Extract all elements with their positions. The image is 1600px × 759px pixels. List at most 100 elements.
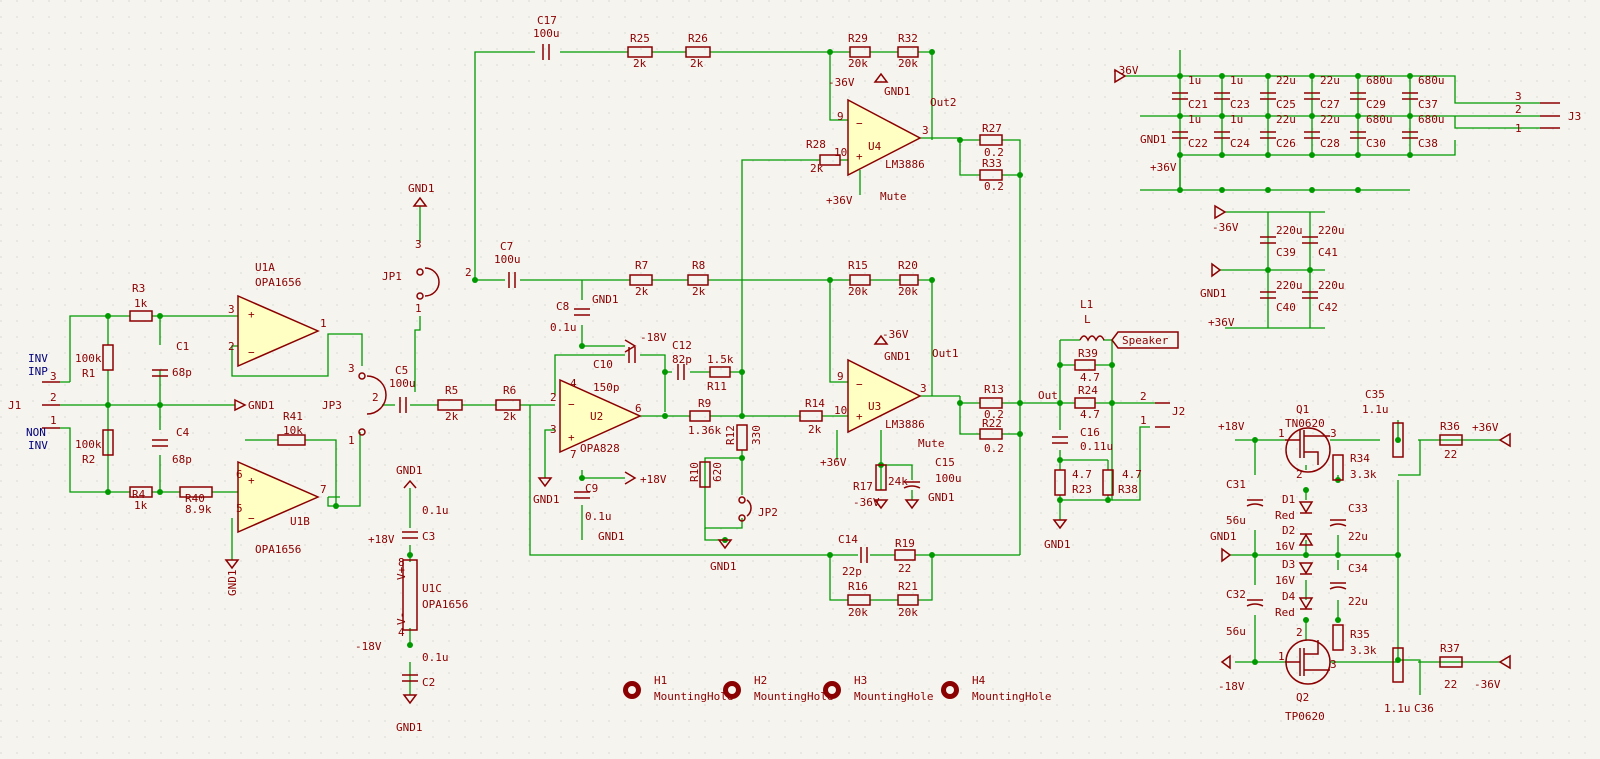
diode-d4[interactable]: D4 Red <box>1275 590 1314 619</box>
resistor-r12[interactable]: R12 330 <box>724 424 763 451</box>
resistor-r40[interactable]: R40 8.9k <box>179 486 213 516</box>
capacitor-c3[interactable]: C3 0.1u <box>402 504 449 543</box>
resistor-r16[interactable]: R16 20k <box>847 580 871 619</box>
resistor-r26[interactable]: R26 2k <box>685 32 711 70</box>
diode-d1[interactable]: D1 Red <box>1275 493 1314 522</box>
capacitor-c35[interactable]: C35 1.1u <box>1362 388 1404 458</box>
opamp-u1b[interactable]: +− U1B OPA1656 6 5 7 <box>236 460 327 556</box>
resistor-r34[interactable]: R34 3.3k <box>1332 452 1377 481</box>
connector-j1[interactable]: J1 3 2 1 <box>8 370 60 429</box>
resistor-r25[interactable]: R25 2k <box>627 32 653 70</box>
capacitor-c16[interactable]: C16 0.11u <box>1052 426 1113 453</box>
capacitor-c12[interactable]: C12 82p <box>672 339 692 380</box>
resistor-r35[interactable]: R35 3.3k <box>1332 624 1377 657</box>
resistor-r19[interactable]: R19 22 <box>894 537 916 575</box>
capacitor-c8[interactable]: C8 0.1u <box>550 300 590 334</box>
capacitor-c17[interactable]: C17 100u <box>533 14 560 60</box>
capacitor-c31[interactable]: C31 56u <box>1226 478 1264 527</box>
resistor-r29[interactable]: R29 20k <box>848 32 871 70</box>
resistor-r41[interactable]: R41 10k <box>277 410 306 446</box>
resistor-r14[interactable]: R14 2k <box>799 397 825 436</box>
jumper-jp2[interactable]: JP2 <box>738 496 778 522</box>
resistor-r8[interactable]: R8 2k <box>687 259 709 298</box>
capacitor-c10[interactable]: C10 150p <box>593 347 636 394</box>
resistor-r27[interactable]: R27 0.2 <box>979 122 1004 159</box>
resistor-r5[interactable]: R5 2k <box>437 384 463 423</box>
resistor-r20[interactable]: R20 20k <box>898 259 919 298</box>
capacitor-c32[interactable]: C32 56u <box>1226 588 1264 638</box>
capacitor-c34[interactable]: C34 22u <box>1329 562 1368 608</box>
resistor-r39[interactable]: R39 4.7 <box>1074 347 1100 384</box>
capacitor-c7[interactable]: C7 100u <box>494 240 521 288</box>
resistor-r6[interactable]: R6 2k <box>495 384 521 423</box>
jumper-jp3[interactable]: JP3 3 2 1 <box>322 362 387 447</box>
diode-d3[interactable]: D3 16V <box>1275 558 1314 587</box>
capacitor-c36[interactable]: C36 1.1u <box>1384 647 1434 715</box>
diode-d2[interactable]: D2 16V <box>1275 524 1314 553</box>
resistor-r24[interactable]: R24 4.7 <box>1074 384 1100 421</box>
resistor-r13[interactable]: R13 0.2 <box>979 383 1004 421</box>
transistor-q1[interactable]: Q1 TN0620 1 3 2 <box>1278 403 1337 481</box>
transistor-q2[interactable]: Q2 TP0620 1 3 2 <box>1278 626 1337 723</box>
capacitor-c4[interactable]: C4 68p <box>152 426 192 466</box>
resistor-r37[interactable]: R37 22 <box>1439 642 1463 691</box>
resistor-r17[interactable]: R17 24k <box>853 464 908 493</box>
resistor-r4[interactable]: R4 1k <box>129 486 153 512</box>
resistor-r15[interactable]: R15 20k <box>848 259 871 298</box>
opamp-u4[interactable]: −+ U4 LM3886 9 10 3 <box>834 98 929 177</box>
svg-text:C30: C30 <box>1366 137 1386 150</box>
capacitor-c14[interactable]: C14 22p <box>838 533 868 578</box>
resistor-r28[interactable]: R28 2k <box>806 138 841 175</box>
resistor-r33[interactable]: R33 0.2 <box>979 157 1004 193</box>
capacitor-c9[interactable]: C9 0.1u <box>574 482 612 523</box>
connector-j2[interactable]: J2 2 1 <box>1140 390 1185 428</box>
resistor-r36[interactable]: R36 22 <box>1439 420 1463 461</box>
resistor-r7[interactable]: R7 2k <box>629 259 653 298</box>
opamp-u3[interactable]: −+ U3 LM3886 9 10 3 <box>834 358 927 434</box>
jumper-jp1[interactable]: JP1 3 2 1 <box>382 238 472 315</box>
resistor-r23[interactable]: R23 4.7 <box>1054 468 1092 496</box>
svg-text:R9: R9 <box>698 397 711 410</box>
opamp-u1c[interactable]: V+ V- U1C OPA1656 8 4 <box>395 556 468 639</box>
resistor-r2[interactable]: 100k R2 <box>75 429 114 466</box>
resistor-r3[interactable]: R3 1k <box>129 282 153 322</box>
resistor-r22[interactable]: R22 0.2 <box>979 417 1004 455</box>
resistor-r9[interactable]: R9 1.36k <box>688 397 721 437</box>
resistor-r1[interactable]: 100k R1 <box>75 344 114 380</box>
capacitor-c2[interactable]: C2 0.1u <box>402 651 449 689</box>
capacitor-c33[interactable]: C33 22u <box>1329 502 1368 543</box>
resistor-r10[interactable]: R10 620 <box>688 461 724 488</box>
capacitor-c5[interactable]: C5 100u <box>389 364 416 413</box>
connector-j3[interactable]: J3 3 2 1 <box>1515 90 1581 135</box>
capacitor-c15[interactable]: C15 100u <box>903 456 962 489</box>
resistor-r38[interactable]: R38 4.7 <box>1102 468 1142 496</box>
input-label-non: NON <box>26 426 46 439</box>
resistor-r21[interactable]: R21 20k <box>897 580 919 619</box>
capacitor-c1[interactable]: C1 68p <box>152 340 192 379</box>
resistor-r11[interactable]: 1.5k R11 <box>707 353 734 393</box>
inductor-l1[interactable]: L1 L <box>1079 298 1105 342</box>
opamp-u2[interactable]: −+ U2 OPA828 2 3 6 4 7 <box>550 377 642 461</box>
resistor-r32[interactable]: R32 20k <box>897 32 919 70</box>
opamp-u1a[interactable]: +− U1A OPA1656 3 2 1 <box>228 261 327 368</box>
